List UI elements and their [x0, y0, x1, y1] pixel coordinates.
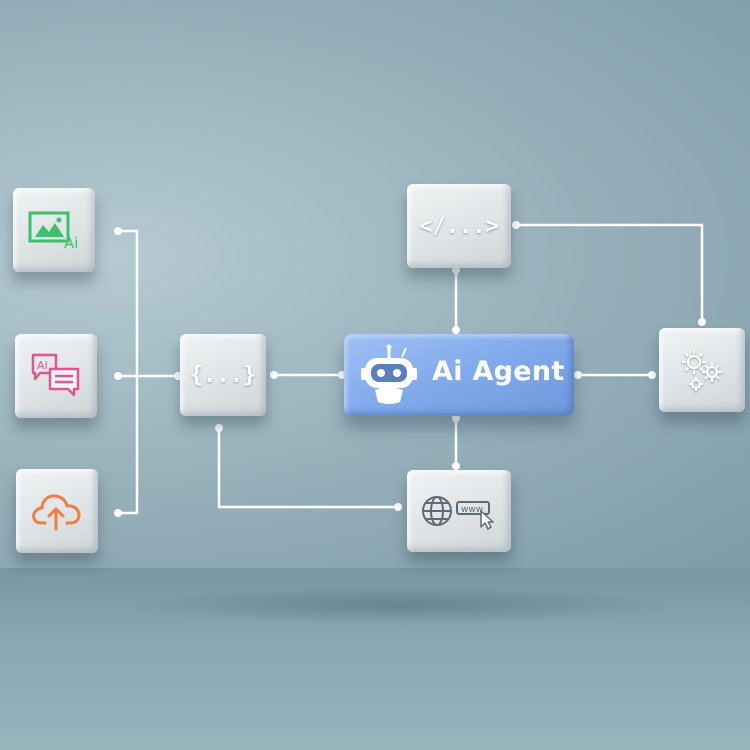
web-to-code-connector — [217, 428, 398, 509]
gears-block — [659, 328, 745, 412]
gears-icon — [678, 346, 726, 394]
image-ai-block: Ai — [13, 188, 95, 272]
robot-icon — [358, 344, 420, 411]
image-ai-badge: Ai — [64, 234, 78, 250]
ai-agent-label: Ai Agent — [432, 356, 565, 387]
left-bracket-connector — [118, 229, 139, 515]
image-ai-icon: Ai — [28, 210, 80, 250]
code-block: {...} — [180, 334, 266, 416]
background-floor — [0, 568, 750, 750]
cloud-upload-block — [16, 469, 98, 553]
html-to-gears-connector — [516, 223, 704, 322]
ai-agent-block: Ai Agent — [344, 334, 574, 416]
cloud-upload-icon — [29, 489, 85, 533]
web-block-label: www — [461, 505, 483, 515]
chat-ai-icon: AI — [30, 352, 82, 400]
code-block-label: {...} — [189, 362, 257, 388]
chat-ai-badge: AI — [37, 359, 48, 372]
globe-cursor-icon: www — [419, 491, 499, 531]
chat-ai-block: AI — [15, 334, 97, 418]
background-wall — [0, 0, 750, 570]
web-block: www — [407, 470, 511, 552]
html-block-label: </...> — [419, 213, 499, 239]
html-block: </...> — [407, 184, 511, 268]
floor-shadow — [120, 585, 680, 625]
